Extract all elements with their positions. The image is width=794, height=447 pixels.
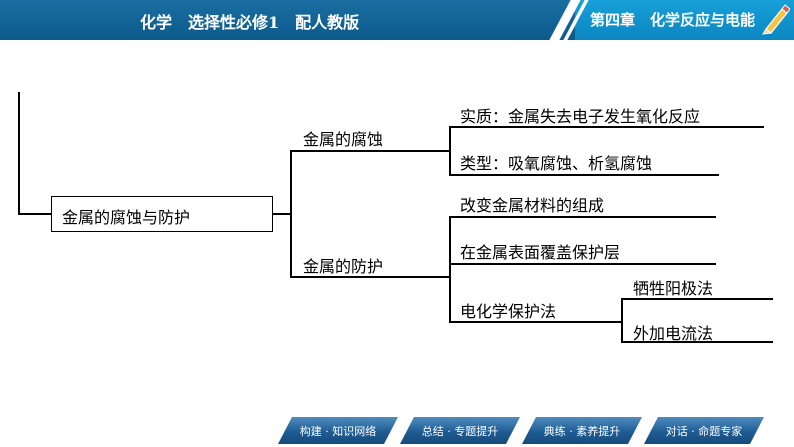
nav-build-knowledge[interactable]: 构建 · 知识网络 <box>278 417 398 444</box>
branch-corrosion-label: 金属的腐蚀 <box>303 130 384 149</box>
root-node-label: 金属的腐蚀与防护 <box>62 208 191 227</box>
corrosion-essence: 实质：金属失去电子发生氧化反应 <box>460 107 701 126</box>
connector-line <box>621 298 773 300</box>
nav-expert-dialog[interactable]: 对话 · 命题专家 <box>644 417 764 444</box>
protection-coating: 在金属表面覆盖保护层 <box>460 243 621 262</box>
protection-electrochemical: 电化学保护法 <box>460 302 557 321</box>
connector-line <box>449 321 622 323</box>
connector-line <box>290 150 450 152</box>
connector-line <box>449 174 719 176</box>
chapter-title: 第四章 化学反应与电能 <box>590 11 756 29</box>
connector-line <box>449 263 716 265</box>
connector-line <box>621 298 623 342</box>
impressed-current-method: 外加电流法 <box>633 324 714 343</box>
footer-nav: 构建 · 知识网络 总结 · 专题提升 典练 · 素养提升 对话 · 命题专家 <box>0 413 794 447</box>
connector-line <box>449 216 716 218</box>
corrosion-types: 类型：吸氧腐蚀、析氢腐蚀 <box>460 154 653 173</box>
root-node-box <box>51 196 273 232</box>
connector-line <box>290 150 292 277</box>
protection-composition: 改变金属材料的组成 <box>460 196 605 215</box>
connector-line <box>449 216 451 322</box>
connector-line <box>18 213 51 215</box>
header-right-band <box>575 0 794 40</box>
mind-map: 金属的腐蚀与防护 金属的腐蚀 实质：金属失去电子发生氧化反应 类型：吸氧腐蚀、析… <box>0 40 794 400</box>
nav-topic-summary[interactable]: 总结 · 专题提升 <box>400 417 520 444</box>
branch-protection-label: 金属的防护 <box>303 257 384 276</box>
connector-line <box>449 126 764 128</box>
connector-line <box>18 92 20 214</box>
connector-line <box>290 276 450 278</box>
connector-line <box>273 213 291 215</box>
connector-line <box>621 341 773 343</box>
header-bar: 化学 选择性必修1 配人教版 第四章 化学反应与电能 <box>0 0 794 40</box>
nav-practice[interactable]: 典练 · 素养提升 <box>522 417 642 444</box>
pencil-icon <box>762 4 790 35</box>
connector-line <box>449 126 451 175</box>
sacrificial-anode-method: 牺牲阳极法 <box>633 279 714 298</box>
course-title: 化学 选择性必修1 配人教版 <box>140 13 360 32</box>
